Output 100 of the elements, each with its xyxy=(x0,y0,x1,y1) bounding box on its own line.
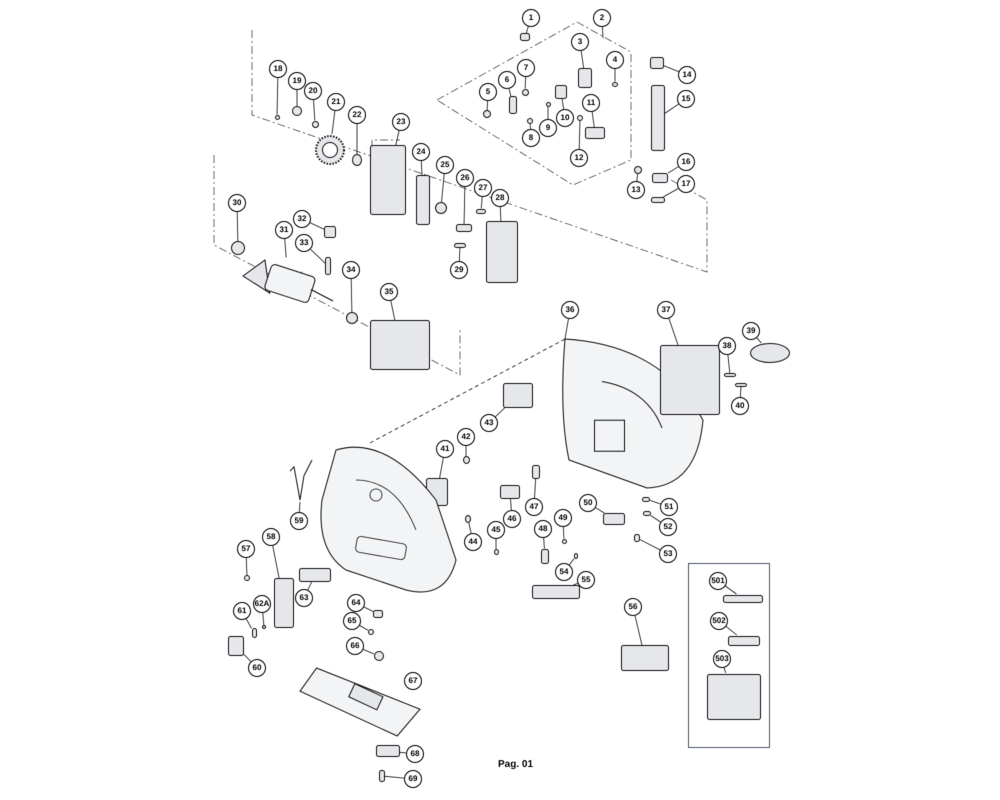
callout-number: 31 xyxy=(275,221,293,239)
leader-line xyxy=(526,26,529,34)
callout-number: 56 xyxy=(624,598,642,616)
nut-drawing xyxy=(373,610,383,618)
callout-number: 503 xyxy=(713,650,731,668)
callout-number: 60 xyxy=(248,659,266,677)
callout-number: 48 xyxy=(534,520,552,538)
cord-armor-drawing xyxy=(532,585,580,599)
leader-line xyxy=(580,50,584,68)
leader-line xyxy=(395,130,400,146)
leader-line xyxy=(458,247,460,262)
callout-number: 1 xyxy=(522,9,540,27)
callout-number: 6 xyxy=(498,71,516,89)
block-drawing xyxy=(652,173,668,183)
pad-drawing xyxy=(651,197,665,203)
stator-drawing xyxy=(370,320,430,370)
bearing-drawing xyxy=(292,106,302,116)
brush-holder-drawing xyxy=(324,226,336,238)
leader-line xyxy=(441,174,445,202)
callout-number: 4 xyxy=(606,51,624,69)
callout-number: 18 xyxy=(269,60,287,78)
lever-drawing xyxy=(578,68,592,88)
callout-number: 21 xyxy=(327,93,345,111)
callout-number: 28 xyxy=(491,189,509,207)
callout-number: 63 xyxy=(295,589,313,607)
guard-drawing xyxy=(274,578,294,628)
bracket-drawing xyxy=(585,127,605,139)
gear-drawing xyxy=(315,134,345,166)
callout-number: 502 xyxy=(710,612,728,630)
spring-drawing xyxy=(522,88,528,96)
callout-number: 26 xyxy=(456,169,474,187)
callout-number: 39 xyxy=(742,322,760,340)
connector-drawing xyxy=(642,496,650,502)
leader-line xyxy=(668,166,679,174)
leader-line xyxy=(486,100,488,110)
bearing-drawing xyxy=(346,312,358,324)
leader-line xyxy=(740,386,742,398)
ball-drawing xyxy=(262,625,266,629)
connector-drawing xyxy=(643,510,651,516)
leader-line xyxy=(510,498,512,510)
callout-number: 11 xyxy=(582,94,600,112)
callout-number: 43 xyxy=(480,414,498,432)
pin-drawing xyxy=(476,208,486,214)
callout-number: 49 xyxy=(554,509,572,527)
leader-line xyxy=(350,278,352,312)
callout-number: 10 xyxy=(556,109,574,127)
leader-line xyxy=(602,26,604,38)
leader-line xyxy=(362,649,374,654)
leader-line xyxy=(272,545,280,578)
screw-drawing xyxy=(494,549,498,555)
accessory-panel xyxy=(688,563,770,748)
callout-number: 69 xyxy=(404,770,422,788)
washer-drawing xyxy=(546,102,550,106)
callout-number: 35 xyxy=(380,283,398,301)
callout-number: 14 xyxy=(678,66,696,84)
spring-drawing xyxy=(634,166,642,174)
pin-drawing xyxy=(454,242,466,248)
nut-drawing xyxy=(527,118,533,124)
callout-number: 5 xyxy=(479,83,497,101)
callout-number: 51 xyxy=(660,498,678,516)
hex-key-drawing xyxy=(728,636,760,646)
leader-line xyxy=(384,776,404,779)
leader-line xyxy=(563,526,564,539)
callout-number: 61 xyxy=(233,602,251,620)
callout-number: 66 xyxy=(346,637,364,655)
leader-line xyxy=(244,654,252,662)
callout-number: 44 xyxy=(464,533,482,551)
callout-number: 53 xyxy=(659,545,677,563)
callout-number: 19 xyxy=(288,72,306,90)
callout-number: 501 xyxy=(709,572,727,590)
pin-drawing xyxy=(612,82,618,86)
screw-drawing xyxy=(483,110,491,118)
leader-line xyxy=(728,354,730,374)
callout-number: 36 xyxy=(561,301,579,319)
leader-line xyxy=(310,222,324,230)
saw-blade-drawing xyxy=(723,595,763,603)
spring-drawing xyxy=(252,628,256,638)
callout-number: 65 xyxy=(343,612,361,630)
leader-line xyxy=(664,104,679,114)
callout-number: 58 xyxy=(262,528,280,546)
leader-line xyxy=(359,625,368,631)
leader-line xyxy=(400,752,406,754)
callout-number: 32 xyxy=(293,210,311,228)
callout-number: 3 xyxy=(571,33,589,51)
leader-line xyxy=(543,538,545,549)
clamp-drawing xyxy=(376,745,400,757)
callout-number: 17 xyxy=(677,175,695,193)
cord-clip-drawing xyxy=(541,548,549,564)
link-drawing xyxy=(509,96,517,114)
screw-drawing xyxy=(577,115,583,121)
callout-number: 9 xyxy=(539,119,557,137)
leader-line xyxy=(662,188,679,198)
leader-line xyxy=(420,160,422,176)
callout-number: 38 xyxy=(718,337,736,355)
bracket-drawing xyxy=(500,485,520,499)
leader-line xyxy=(246,558,248,576)
screw-drawing xyxy=(724,373,736,377)
base-drawing xyxy=(298,666,422,738)
leader-line xyxy=(668,318,678,346)
holder-drawing xyxy=(555,85,567,99)
